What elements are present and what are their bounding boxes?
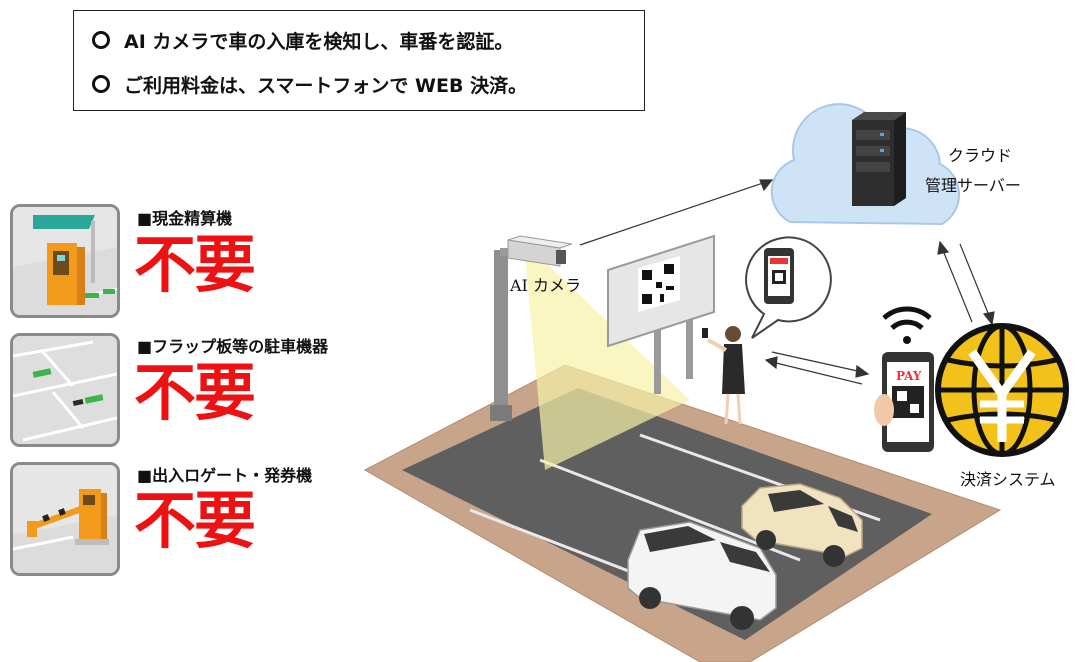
cloud-payment-arrows [937, 240, 995, 326]
payment-phone-icon: PAY [874, 306, 934, 452]
cloud-server-icon [770, 103, 961, 226]
info-bullet-2: ご利用料金は、スマートフォンで WEB 決済。 [92, 71, 527, 98]
beige-car-icon [741, 483, 863, 567]
circle-bullet-icon [92, 75, 110, 93]
flap-board-icon [10, 333, 120, 447]
circle-bullet-icon [92, 31, 110, 49]
feature-1-not-needed: 不要 [134, 228, 256, 301]
camera-light-beam [525, 255, 690, 470]
ai-camera-icon [507, 235, 573, 267]
feature-3-not-needed: 不要 [134, 484, 256, 557]
cloud-label-line1: クラウド [948, 146, 1013, 165]
feature-2-not-needed: 不要 [134, 356, 256, 429]
info-box: AI カメラで車の入庫を検知し、車番を認証。 ご利用料金は、スマートフォンで W… [73, 10, 645, 111]
asphalt-lot [402, 388, 932, 640]
person-to-payment-arrows [764, 351, 870, 385]
info-bullet-1: AI カメラで車の入庫を検知し、車番を認証。 [92, 27, 513, 54]
payment-system-label: 決済システム [960, 470, 1056, 489]
pay-badge: PAY [896, 369, 922, 383]
person-with-phone-icon [702, 326, 745, 425]
payment-machine-icon [10, 204, 120, 318]
ai-camera-label: AI カメラ [510, 276, 581, 295]
info-bullet-2-text: ご利用料金は、スマートフォンで WEB 決済。 [124, 75, 528, 97]
white-van-icon [627, 521, 777, 630]
cloud-label-line2: 管理サーバー [925, 176, 1021, 195]
feature-1-label: ■現金精算機 [137, 209, 233, 228]
info-bullet-1-text: AI カメラで車の入庫を検知し、車番を認証。 [124, 31, 514, 53]
yen-globe-icon [935, 323, 1069, 457]
camera-to-cloud-arrow [579, 179, 774, 246]
billboard-qr-code-icon [638, 256, 680, 312]
feature-2-label: ■フラップ板等の駐車機器 [137, 337, 329, 356]
gate-ticket-machine-icon [10, 462, 120, 576]
feature-3-label: ■出入ロゲート・発券機 [137, 466, 313, 485]
